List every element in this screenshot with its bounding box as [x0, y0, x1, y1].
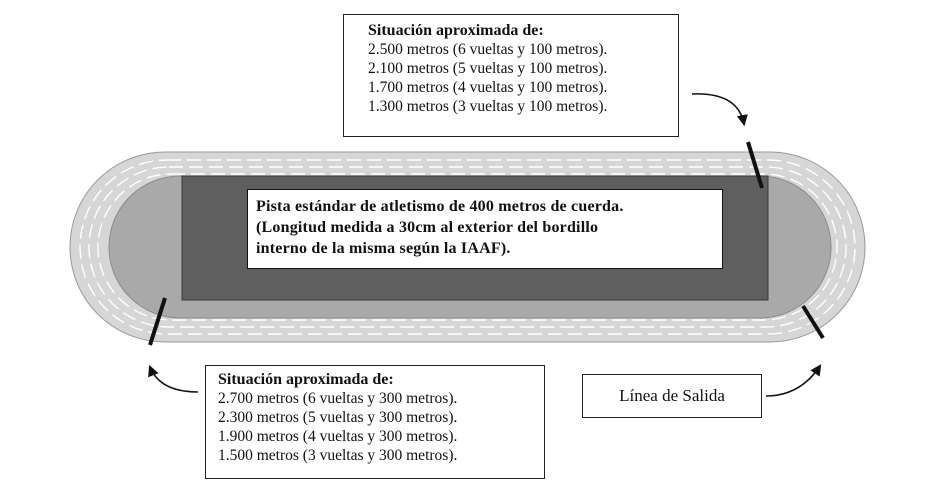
note-top-line: 2.100 metros (5 vueltas y 100 metros).: [368, 60, 608, 77]
note-center-line: interno de la misma según la IAAF).: [256, 240, 511, 257]
note-center-line: (Longitud medida a 30cm al exterior del …: [256, 219, 599, 236]
marker-bottom-left: [148, 297, 167, 346]
note-bottom: Situación aproximada de: 2.700 metros (6…: [205, 365, 545, 479]
note-top-line: 1.700 metros (4 vueltas y 100 metros).: [368, 79, 608, 96]
note-bottom-line: 1.500 metros (3 vueltas y 300 metros).: [218, 447, 458, 464]
note-bottom-line: 2.300 metros (5 vueltas y 300 metros).: [218, 409, 458, 426]
note-bottom-heading: Situación aproximada de:: [218, 371, 394, 388]
note-bottom-line: 1.900 metros (4 vueltas y 300 metros).: [218, 428, 458, 445]
marker-top-right: [746, 141, 764, 189]
start-line-label: Línea de Salida: [582, 374, 762, 418]
arrow-top: [691, 93, 748, 127]
start-line-marker: [801, 304, 825, 340]
note-top-line: 2.500 metros (6 vueltas y 100 metros).: [368, 41, 608, 58]
note-center: Pista estándar de atletismo de 400 metro…: [247, 189, 723, 269]
arrow-start: [765, 364, 822, 397]
note-bottom-line: 2.700 metros (6 vueltas y 300 metros).: [218, 390, 458, 407]
arrow-bottom: [148, 364, 199, 393]
note-center-line: Pista estándar de atletismo de 400 metro…: [256, 198, 624, 215]
note-top-heading: Situación aproximada de:: [368, 22, 544, 39]
note-top: Situación aproximada de: 2.500 metros (6…: [343, 14, 679, 137]
lane-lines: [79, 159, 856, 335]
note-top-line: 1.300 metros (3 vueltas y 100 metros).: [368, 98, 608, 115]
